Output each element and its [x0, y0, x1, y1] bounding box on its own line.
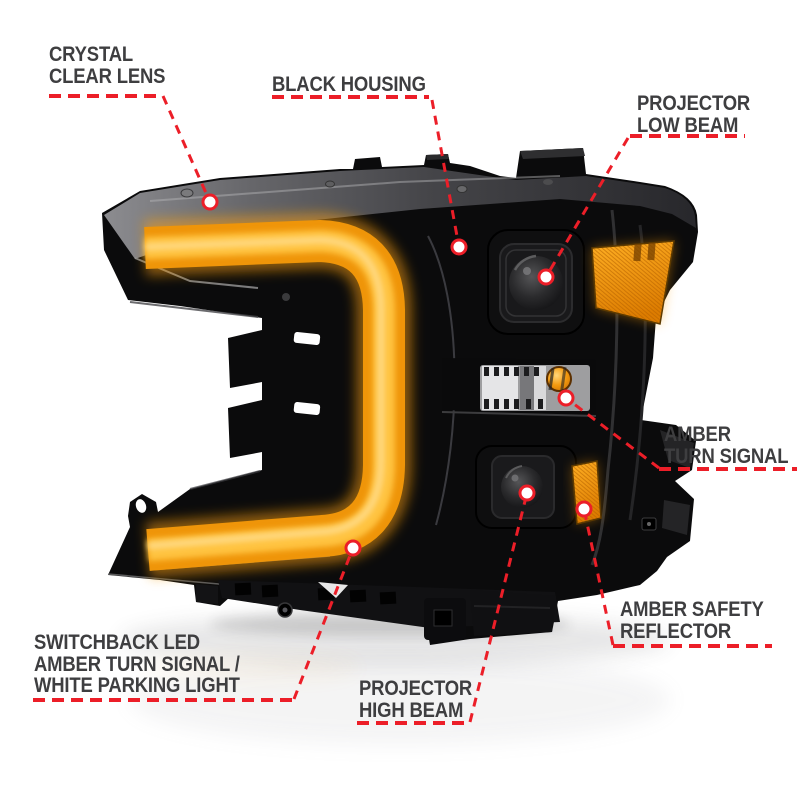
label-black-housing: BLACK HOUSING [272, 74, 426, 96]
callout-dots [201, 193, 593, 557]
callout-dot-switchback-led [344, 539, 362, 557]
label-line: WHITE PARKING LIGHT [34, 674, 240, 697]
label-crystal-clear-lens: CRYSTAL CLEAR LENS [49, 43, 166, 88]
amber-reflector-top [591, 240, 675, 325]
label-line: REFLECTOR [620, 619, 732, 643]
label-line: PROJECTOR [359, 677, 473, 700]
leader-amber-safety-reflector [582, 508, 615, 646]
label-amber-turn-signal: AMBER TURN SIGNAL [664, 423, 789, 468]
callout-dot-amber-safety-reflector [575, 500, 593, 518]
label-line: LOW BEAM [637, 113, 739, 137]
leader-switchback-led [292, 547, 355, 700]
leader-black-housing [430, 99, 461, 248]
turn-signal-assembly [441, 358, 597, 417]
callout-dot-projector-high-beam [518, 484, 536, 502]
label-line: CLEAR LENS [49, 64, 166, 88]
low-beam-projector [487, 229, 585, 335]
leader-projector-low-beam [544, 137, 630, 278]
leader-projector-high-beam [468, 492, 529, 723]
callout-dot-projector-low-beam [537, 268, 555, 286]
label-line: PROJECTOR [637, 92, 751, 115]
label-line: AMBER TURN SIGNAL / [34, 652, 240, 676]
callout-dot-amber-turn-signal [557, 389, 575, 407]
label-line: HIGH BEAM [359, 698, 464, 722]
label-projector-high-beam: PROJECTOR HIGH BEAM [359, 678, 472, 721]
callout-dot-crystal-clear-lens [201, 193, 219, 211]
label-switchback-led: SWITCHBACK LED AMBER TURN SIGNAL / WHITE… [34, 632, 240, 697]
label-line: SWITCHBACK LED [34, 631, 200, 654]
label-amber-safety-reflector: AMBER SAFETY REFLECTOR [620, 599, 764, 642]
callout-lines [33, 94, 797, 725]
label-line: TURN SIGNAL [664, 444, 789, 468]
amber-drl-tube [143, 213, 412, 578]
label-projector-low-beam: PROJECTOR LOW BEAM [637, 93, 750, 136]
label-line: AMBER [664, 423, 731, 446]
leader-amber-turn-signal [565, 396, 660, 470]
mounting-brackets [196, 580, 560, 640]
label-line: AMBER SAFETY [620, 598, 764, 621]
label-line: CRYSTAL [49, 43, 133, 66]
leader-crystal-clear-lens [161, 95, 212, 203]
label-line: BLACK HOUSING [272, 73, 426, 96]
callout-dot-black-housing [450, 238, 468, 256]
